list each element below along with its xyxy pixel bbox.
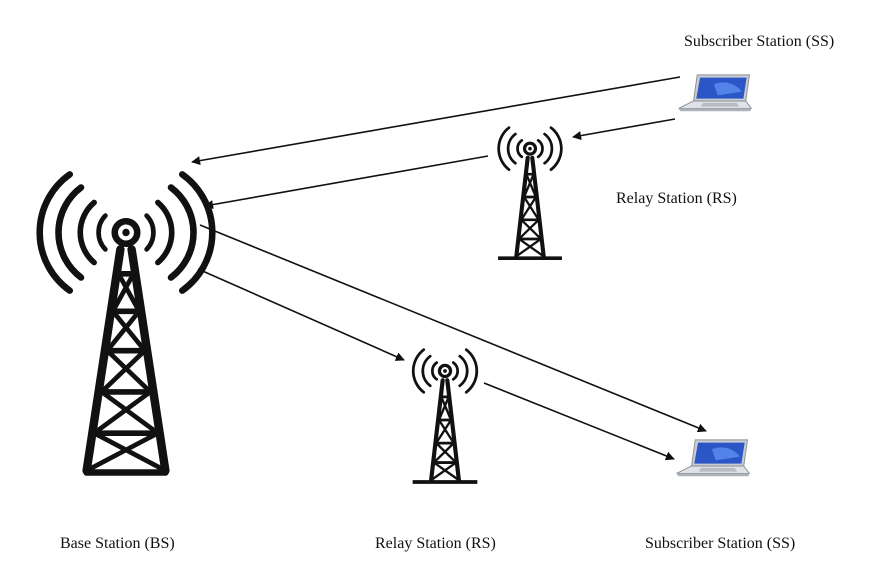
relay-station-bottom: [413, 350, 478, 482]
relay-station-top: [498, 128, 562, 258]
cell-tower-icon: [498, 128, 562, 258]
label-relay-station-bottom: Relay Station (RS): [375, 535, 496, 552]
label-base-station: Base Station (BS): [60, 535, 175, 552]
subscriber-station-bottom: [676, 439, 750, 477]
connection-links: [191, 76, 707, 461]
link-rs-bottom-to-ss-bottom: [483, 382, 675, 461]
base-station: [40, 174, 213, 472]
label-relay-station-top: Relay Station (RS): [616, 190, 737, 207]
link-bs-to-rs-bottom: [197, 268, 405, 361]
label-subscriber-station-top: Subscriber Station (SS): [684, 33, 834, 50]
cell-tower-icon: [40, 174, 213, 472]
label-subscriber-station-bottom: Subscriber Station (SS): [645, 535, 795, 552]
link-bs-to-ss-bottom: [199, 224, 707, 433]
link-ss-top-to-rs-top: [572, 118, 676, 141]
link-ss-top-to-bs: [191, 76, 681, 166]
cell-tower-icon: [413, 350, 478, 482]
laptop-icon: [676, 439, 750, 477]
link-rs-top-to-bs: [204, 155, 489, 210]
subscriber-station-top: [678, 74, 752, 112]
laptop-icon: [678, 74, 752, 112]
